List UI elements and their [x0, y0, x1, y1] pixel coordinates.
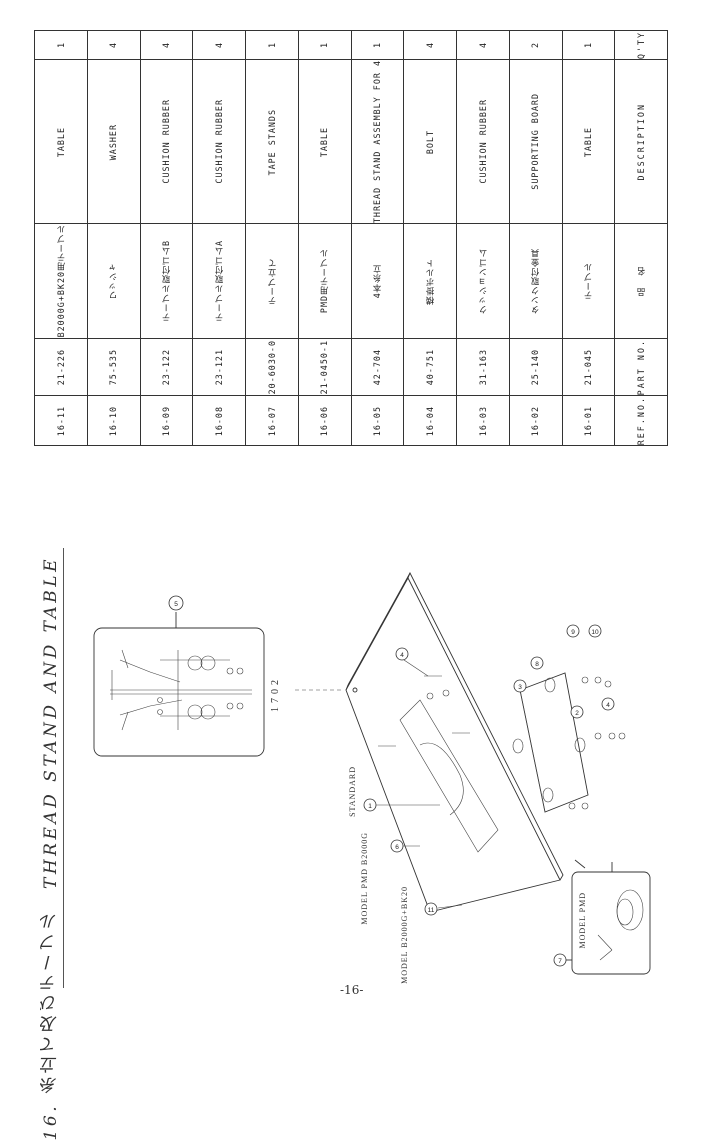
table-cell-ref: 16-01	[561, 395, 616, 447]
table-cell-qty: 1	[561, 29, 616, 61]
svg-text:8: 8	[535, 661, 539, 668]
table-cell-ref: 16-05	[350, 395, 405, 447]
table-cell-part: 21-0450-1	[297, 337, 352, 397]
model-bk-label: MODEL B2000G+BK20	[400, 886, 409, 984]
table-cell-desc: TABLE	[34, 59, 88, 225]
table-cell-name: テープ立て	[245, 223, 299, 339]
table-cell-qty: 1	[34, 29, 88, 61]
table-cell-part: 23-121	[192, 337, 246, 397]
page-number: -16-	[340, 983, 364, 997]
supporting-board	[519, 672, 589, 813]
table-cell-desc: THREAD STAND ASSEMBLY FOR 4	[350, 59, 405, 225]
model-pmd-label: MODEL PMD B2000G	[360, 832, 369, 925]
table-cutout	[399, 699, 499, 853]
table-cell-qty: 2	[508, 29, 563, 61]
tape-stand-inset-box	[571, 871, 651, 975]
svg-text:9: 9	[571, 629, 575, 636]
svg-text:5: 5	[174, 601, 178, 608]
callout-bubbles: 5 1 6 11 4 3 8 9 10 2 4 7	[168, 595, 615, 967]
svg-text:6: 6	[395, 844, 399, 851]
table-header-part: PART NO.	[614, 337, 668, 397]
thread-stand-illustration	[110, 649, 252, 731]
table-cell-ref: 16-11	[34, 395, 88, 447]
drawing-code-label: 1702	[270, 676, 281, 712]
table-header-qty: Q'TY	[614, 29, 668, 61]
table-cell-qty: 1	[297, 29, 352, 61]
table-cell-ref: 16-04	[403, 395, 457, 447]
svg-text:1: 1	[368, 803, 372, 810]
svg-text:10: 10	[591, 629, 599, 636]
table-cell-name: テーブル取付ゴムB	[139, 223, 194, 339]
table-cell-part: 21-045	[561, 337, 616, 397]
cushion-rubbers	[512, 676, 626, 810]
model-pmd-inset-label: MODEL PMD	[578, 892, 587, 949]
svg-text:7: 7	[558, 958, 562, 965]
table-header-ref: REF.NO.	[614, 395, 668, 447]
svg-text:2: 2	[575, 710, 579, 717]
table-cell-part: 42-704	[350, 337, 405, 397]
table-cell-desc: TABLE	[561, 59, 616, 225]
table-cell-qty: 1	[350, 29, 405, 61]
table-cell-ref: 16-06	[297, 395, 352, 447]
table-cell-name: PMD用テーブル	[297, 223, 352, 339]
table-header-desc: DESCRIPTION	[614, 59, 668, 225]
table-cell-qty: 4	[403, 29, 457, 61]
table-cell-qty: 4	[139, 29, 194, 61]
table-cell-part: 25-140	[508, 337, 563, 397]
table-cell-qty: 4	[456, 29, 510, 61]
svg-text:3: 3	[518, 684, 522, 691]
title-rule	[63, 548, 64, 988]
table-cell-ref: 16-10	[86, 395, 141, 447]
svg-text:4: 4	[400, 652, 404, 659]
table-cell-desc: BOLT	[403, 59, 457, 225]
bolt-group	[378, 675, 470, 806]
table-cell-part: 31-163	[456, 337, 510, 397]
standard-label: STANDARD	[348, 766, 357, 817]
table-cell-ref: 16-09	[139, 395, 194, 447]
table-cell-qty: 4	[86, 29, 141, 61]
table-cell-name: 4本糸立	[350, 223, 405, 339]
thread-stand-inset-box	[93, 627, 265, 757]
exploded-view-drawing: 5 1 6 11 4 3 8 9 10 2 4 7	[93, 571, 651, 975]
table-edge	[407, 571, 564, 881]
table-cell-part: 40-751	[403, 337, 457, 397]
table-cell-ref: 16-03	[456, 395, 510, 447]
svg-text:11: 11	[428, 907, 435, 914]
table-cell-desc: WASHER	[86, 59, 141, 225]
table-cell-name: テーブル取付ゴムA	[192, 223, 246, 339]
table-cell-desc: SUPPORTING BOARD	[508, 59, 563, 225]
svg-text:4: 4	[606, 702, 610, 709]
table-cell-ref: 16-02	[508, 395, 563, 447]
table-cell-qty: 1	[245, 29, 299, 61]
